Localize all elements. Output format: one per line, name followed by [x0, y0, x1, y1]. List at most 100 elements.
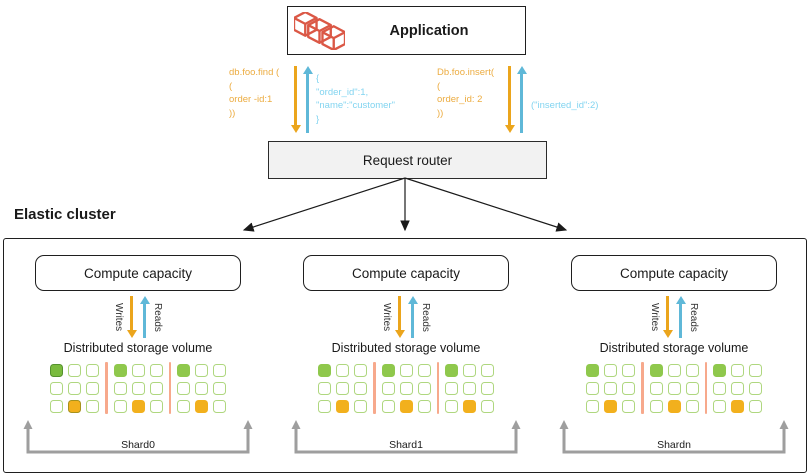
storage-cell	[445, 381, 458, 395]
find-response-arrow	[302, 66, 313, 133]
compute-capacity-label: Compute capacity	[83, 265, 193, 281]
storage-cell	[713, 363, 726, 377]
storage-cell	[604, 363, 617, 377]
router-fanout-arrows	[242, 177, 568, 232]
storage-cell	[417, 381, 431, 395]
read-write-arrows: Writes Reads	[649, 295, 699, 339]
storage-cell	[649, 399, 663, 413]
storage-grid	[318, 362, 494, 414]
storage-cell	[113, 381, 127, 395]
storage-cell	[604, 399, 617, 413]
storage-group	[445, 363, 494, 413]
storage-cell	[667, 381, 681, 395]
storage-cell	[68, 363, 81, 377]
storage-cell	[50, 399, 63, 413]
storage-cell	[622, 363, 635, 377]
storage-cell	[649, 381, 663, 395]
storage-cell	[463, 363, 476, 377]
storage-cell	[685, 381, 699, 395]
storage-cell	[318, 399, 331, 413]
storage-cell	[399, 399, 413, 413]
storage-cell	[445, 363, 458, 377]
storage-cell	[113, 399, 127, 413]
storage-cell	[336, 381, 349, 395]
storage-cell	[731, 399, 744, 413]
elastic-cluster-box: Compute capacity Writes Reads Distribute…	[3, 238, 807, 473]
storage-cell	[68, 381, 81, 395]
code-line: Db.foo.insert(	[437, 67, 495, 78]
reads-arrow	[139, 296, 150, 338]
storage-cell	[622, 399, 635, 413]
storage-cell	[131, 381, 145, 395]
insert-request-code: Db.foo.insert((order_id: 2))	[437, 66, 494, 120]
grid-separator	[436, 362, 439, 414]
grid-separator	[168, 362, 171, 414]
grid-separator	[704, 362, 707, 414]
storage-cell	[149, 363, 163, 377]
storage-cell	[381, 399, 395, 413]
storage-cell	[481, 399, 494, 413]
code-line: order_id: 2	[437, 94, 483, 105]
storage-cell	[195, 363, 208, 377]
compute-capacity-label: Compute capacity	[619, 265, 729, 281]
storage-cell	[481, 381, 494, 395]
application-label: Application	[389, 22, 469, 39]
storage-cell	[318, 381, 331, 395]
storage-cell	[177, 381, 190, 395]
reads-arrow	[407, 296, 418, 338]
storage-cell	[667, 399, 681, 413]
storage-group	[649, 363, 699, 413]
storage-cell	[622, 381, 635, 395]
code-line: db.foo.find (	[229, 67, 280, 78]
storage-cell	[586, 363, 599, 377]
reads-arrow	[675, 296, 686, 338]
request-router-label: Request router	[362, 152, 453, 168]
storage-cell	[213, 399, 226, 413]
code-line: (	[229, 80, 233, 92]
shard-column: Compute capacity Writes Reads Distribute…	[554, 255, 794, 459]
grid-separator	[105, 362, 108, 414]
storage-cell	[113, 363, 127, 377]
storage-group	[113, 363, 163, 413]
compute-capacity-label: Compute capacity	[351, 265, 461, 281]
storage-cell	[713, 381, 726, 395]
storage-cell	[354, 381, 367, 395]
storage-cell	[481, 363, 494, 377]
reads-label: Reads	[688, 302, 699, 332]
writes-label: Writes	[381, 302, 392, 332]
find-write-arrow	[290, 66, 301, 133]
elastic-cluster-title: Elastic cluster	[14, 206, 116, 223]
shard-label: Shard0	[121, 439, 155, 451]
read-write-arrows: Writes Reads	[113, 295, 163, 339]
storage-cell	[381, 363, 395, 377]
storage-cell	[417, 363, 431, 377]
storage-cell	[213, 381, 226, 395]
storage-cell	[731, 363, 744, 377]
code-line: ))	[229, 107, 236, 119]
code-line: "name":"customer"	[316, 100, 395, 111]
storage-cell	[86, 363, 99, 377]
storage-cell	[731, 381, 744, 395]
grid-separator	[373, 362, 376, 414]
insert-response-arrow	[516, 66, 527, 133]
shard-bracket: Shard0	[22, 419, 254, 459]
shard-bracket-arrow	[23, 420, 253, 454]
storage-cell	[177, 399, 190, 413]
storage-cell	[354, 363, 367, 377]
code-line: (	[437, 80, 441, 92]
compute-capacity-box: Compute capacity	[35, 255, 241, 291]
storage-cell	[463, 399, 476, 413]
shard-bracket: Shard1	[290, 419, 522, 459]
application-cubes-icon	[294, 11, 345, 50]
storage-cell	[749, 363, 762, 377]
storage-cell	[604, 381, 617, 395]
storage-cell	[318, 363, 331, 377]
find-request-code: db.foo.find ((order -id:1))	[229, 66, 279, 120]
storage-cell	[68, 399, 81, 413]
storage-cell	[177, 363, 190, 377]
storage-cell	[195, 399, 208, 413]
storage-volume-label: Distributed storage volume	[63, 341, 213, 355]
reads-label: Reads	[420, 302, 431, 332]
storage-grid	[586, 362, 762, 414]
